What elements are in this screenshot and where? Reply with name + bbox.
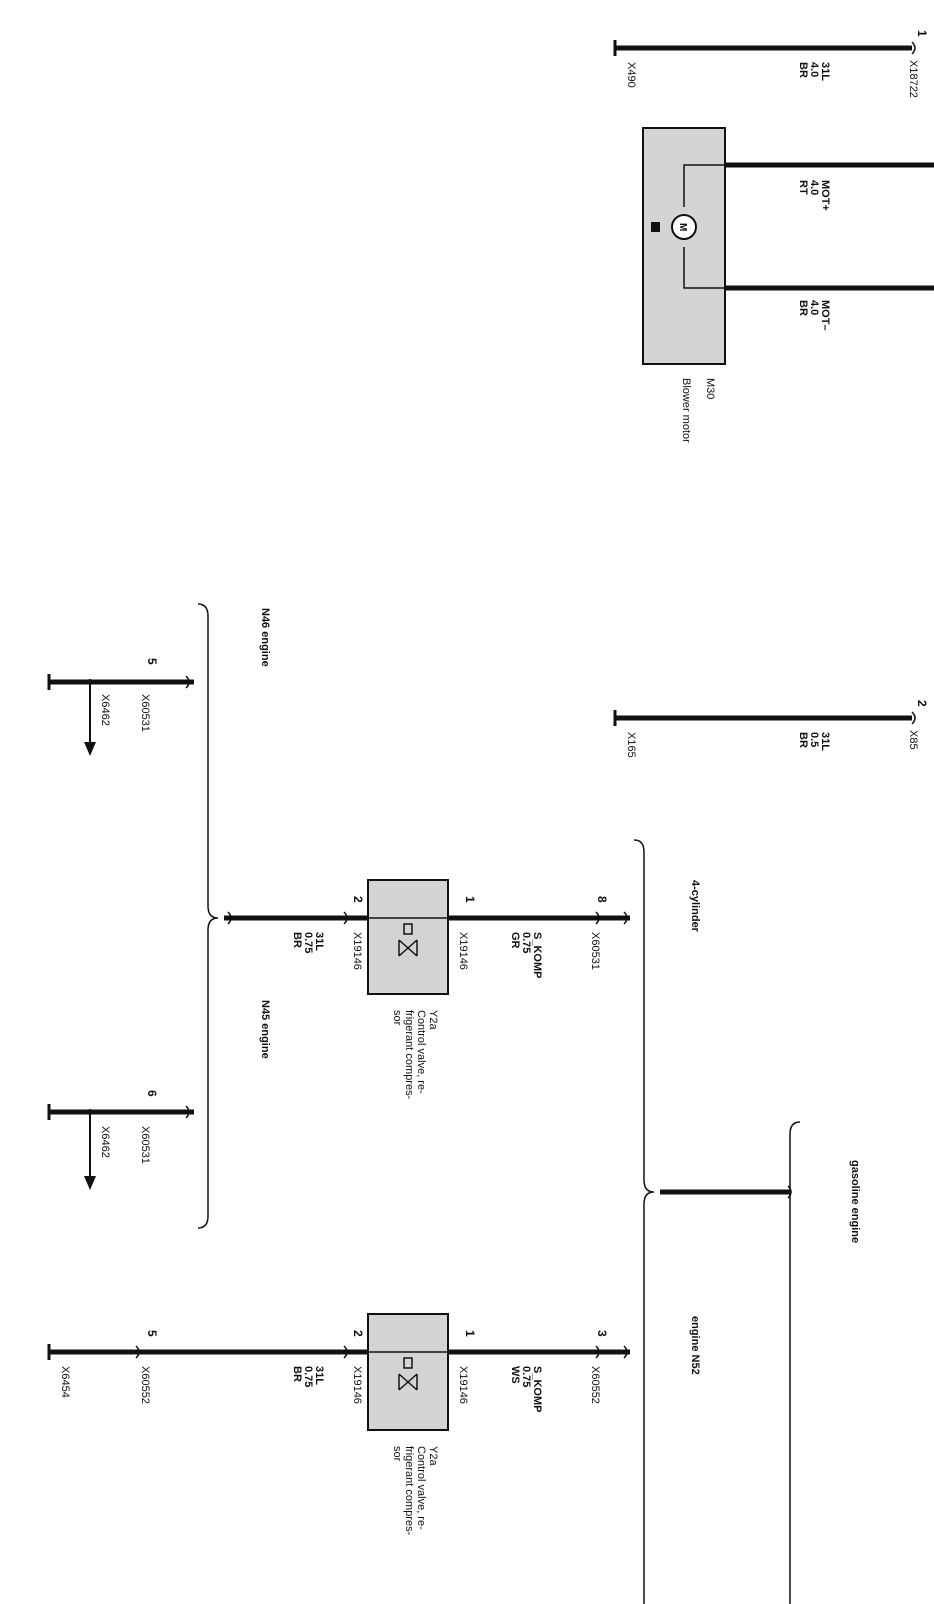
component-id: Y2a: [427, 1010, 439, 1030]
mot-minus-gauge: 4.0: [808, 300, 820, 315]
n52-signal-wire: [448, 1345, 630, 1359]
wire-gauge: 0.75: [520, 932, 532, 953]
connector-label: X60552: [139, 1366, 151, 1404]
gasoline-engine-brace: [660, 1121, 801, 1604]
wire-color: WS: [509, 1366, 521, 1384]
ground-label: X6462: [99, 1126, 111, 1158]
arrow-down-icon: [84, 742, 96, 756]
n46-ground-wire: [47, 674, 194, 756]
component-name: Control valve, re-: [415, 1010, 427, 1094]
variant-label: N45 engine: [259, 1000, 271, 1059]
pin-number: 5: [145, 658, 159, 665]
wire-gauge: 0.75: [302, 1366, 314, 1387]
wire-signal: 31L: [313, 932, 325, 951]
mot-plus-gauge: 4.0: [808, 180, 820, 195]
variant-label: gasoline engine: [849, 1160, 861, 1243]
pin-number: 6: [145, 1090, 159, 1097]
ground-label: X165: [625, 732, 637, 758]
motor-icon: [671, 214, 697, 240]
connector-label: X19146: [351, 1366, 363, 1404]
wire-color: BR: [291, 1366, 303, 1382]
connector-label: X18722: [907, 60, 919, 98]
pin-number: 1: [463, 1330, 477, 1337]
wire-signal: S_KOMP: [531, 932, 543, 978]
variant-label: N46 engine: [259, 608, 271, 667]
component-id: Y2a: [427, 1446, 439, 1466]
valve-icon: [398, 923, 418, 957]
wire-gauge: 0.75: [302, 932, 314, 953]
wire-signal: 31L: [819, 62, 831, 81]
four-cyl-ground-wire: [224, 911, 368, 925]
connector-label: X60531: [589, 932, 601, 970]
connector-label: X19146: [457, 1366, 469, 1404]
wire-color: BR: [797, 732, 809, 748]
pin-number: 8: [595, 896, 609, 903]
control-valve: [367, 1313, 449, 1431]
four-cyl-signal-wire: [448, 911, 630, 925]
svg-text:M: M: [677, 223, 688, 231]
ground-label: X6454: [59, 1366, 71, 1398]
component-name: frigerant compres-: [403, 1446, 415, 1536]
wire-color: BR: [797, 62, 809, 78]
wire-color: GR: [509, 932, 521, 949]
component-name: sor: [391, 1446, 403, 1462]
wire-gauge: 0.5: [808, 732, 820, 747]
n46-n45-brace: [197, 603, 219, 1229]
arrow-down-icon: [84, 1176, 96, 1190]
valve-icon: [398, 1357, 418, 1391]
pin-number: 1: [463, 896, 477, 903]
blower-motor: M: [642, 127, 934, 365]
wire-gauge: 4.0: [808, 62, 820, 77]
pin-number: 3: [595, 1330, 609, 1337]
ground-label: X490: [625, 62, 637, 88]
component-name: frigerant compres-: [403, 1010, 415, 1100]
ground-label: X6462: [99, 694, 111, 726]
pin-number: 1: [915, 30, 929, 37]
control-valve: [367, 879, 449, 995]
mot-minus-signal: MOT–: [819, 300, 831, 331]
wire-signal: S_KOMP: [531, 1366, 543, 1412]
pin-number: 2: [351, 896, 365, 903]
connector-label: X60531: [139, 694, 151, 732]
variant-label: 4-cylinder: [689, 880, 701, 933]
component-name: sor: [391, 1010, 403, 1026]
wire-signal: 31L: [313, 1366, 325, 1385]
component-id: M30: [704, 378, 716, 399]
n52-ground-wire: [47, 1344, 368, 1360]
variant-brace: [633, 839, 655, 1604]
mot-plus-signal: MOT+: [819, 180, 831, 211]
mot-minus-color: BR: [797, 300, 809, 316]
wire-gauge: 0.75: [520, 1366, 532, 1387]
variant-label: engine N52: [689, 1316, 701, 1375]
wire-signal: 31L: [819, 732, 831, 751]
mid-ground-wire: [613, 710, 916, 726]
pin-number: 2: [915, 700, 929, 707]
connector-label: X19146: [351, 932, 363, 970]
connector-label: X19146: [457, 932, 469, 970]
pin-number: 5: [145, 1330, 159, 1337]
pin-number: 2: [351, 1330, 365, 1337]
n45-ground-wire: [47, 1104, 194, 1190]
connector-label: X60552: [589, 1366, 601, 1404]
wire-color: BR: [291, 932, 303, 948]
component-name: Control valve, re-: [415, 1446, 427, 1530]
component-marker-icon: [651, 222, 660, 232]
top-ground-wire: [613, 40, 916, 56]
connector-label: X85: [907, 730, 919, 750]
component-name: Blower motor: [680, 378, 692, 443]
connector-label: X60531: [139, 1126, 151, 1164]
mot-plus-color: RT: [797, 180, 809, 195]
